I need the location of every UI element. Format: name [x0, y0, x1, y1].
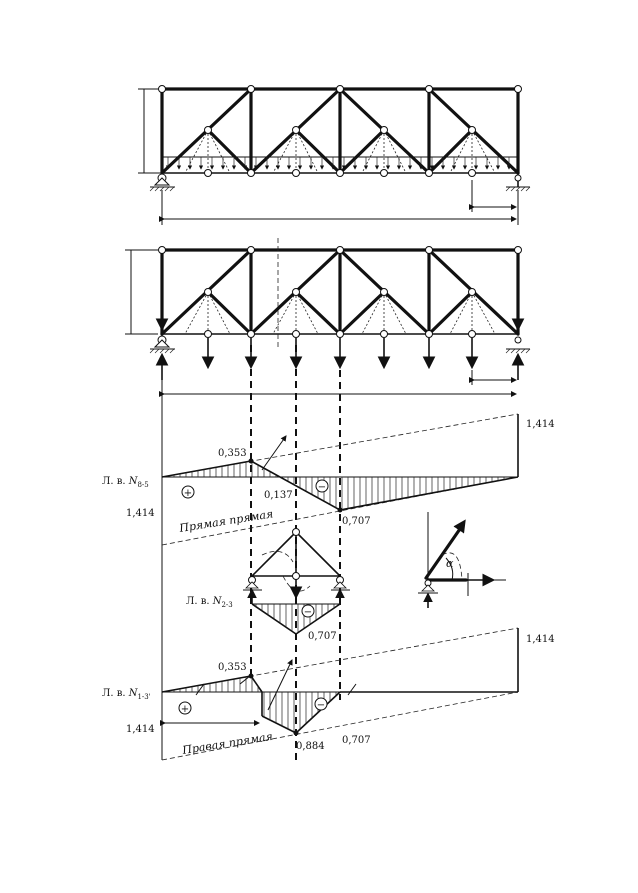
positive-sign: +: [181, 704, 189, 715]
node: [247, 330, 255, 338]
node: [158, 246, 166, 254]
node-equilibrium-sketch: α: [418, 512, 506, 608]
value-label: 0,353: [218, 662, 247, 673]
right-support: [505, 300, 531, 380]
negative-sign: −: [318, 482, 326, 493]
value-label: 0,707: [308, 631, 337, 642]
node: [514, 85, 522, 93]
point-marker: [293, 730, 299, 736]
point-marker: [248, 458, 254, 464]
plus-sign-circle: [181, 485, 195, 499]
value-label: 0,707: [342, 735, 371, 746]
right-straight-line: [161, 476, 519, 546]
il-title: Л. в. N1-3': [102, 688, 151, 701]
node: [380, 169, 388, 177]
node: [204, 330, 212, 338]
line-label: Правая прямая: [180, 730, 273, 757]
right-straight-line: [161, 691, 519, 761]
node: [336, 246, 344, 254]
subtruss-members: [184, 291, 496, 335]
node: [247, 169, 255, 177]
node: [204, 288, 212, 296]
node: [468, 288, 476, 296]
il-title: Л. в. N8-5: [102, 476, 149, 489]
il-segment: [339, 476, 519, 511]
subtruss-sketch: [243, 528, 350, 604]
hatching: [167, 676, 337, 732]
minus-sign-circle: [314, 697, 328, 711]
value-label: 1,414: [526, 419, 555, 430]
node: [468, 126, 476, 134]
node: [425, 330, 433, 338]
il-segment: [161, 460, 252, 478]
point-marker: [248, 673, 254, 679]
node: [425, 169, 433, 177]
node: [204, 126, 212, 134]
hatching: [255, 604, 335, 633]
minus-sign-circle: [301, 604, 315, 618]
line-label: Прямая прямая: [177, 507, 274, 535]
point-marker: [337, 507, 343, 513]
node: [247, 85, 255, 93]
truss-nodes: [158, 246, 522, 338]
value-label: 0,884: [296, 741, 325, 752]
node: [380, 288, 388, 296]
leader-arrow: [261, 435, 287, 471]
distributed-load-arrows: [165, 157, 512, 170]
node: [468, 169, 476, 177]
node: [292, 330, 300, 338]
node: [336, 330, 344, 338]
value-label: 0,353: [218, 448, 247, 459]
value-label: 0,137: [264, 490, 293, 501]
value-label: 1,414: [526, 634, 555, 645]
node: [292, 169, 300, 177]
il-segment: [250, 460, 341, 511]
node: [336, 85, 344, 93]
leader-arrow: [267, 659, 293, 711]
node: [514, 246, 522, 254]
node: [204, 169, 212, 177]
il-title: Л. в. N2-3: [186, 596, 233, 609]
influence-line-n1-3: + − 0,353 0,884 0,707 1,414 1,414 Л. в. …: [102, 627, 555, 761]
node-load-arrows: [201, 338, 479, 370]
left-support: [149, 300, 175, 380]
right-support: [505, 174, 531, 192]
influence-line-n2-3: − 0,707 Л. в. N2-3: [186, 596, 341, 642]
value-label: 1,414: [126, 508, 155, 519]
negative-sign: −: [304, 607, 312, 618]
node: [247, 246, 255, 254]
node: [292, 126, 300, 134]
node: [425, 246, 433, 254]
node: [380, 126, 388, 134]
node: [292, 288, 300, 296]
node: [158, 85, 166, 93]
negative-sign: −: [317, 700, 325, 711]
node: [425, 85, 433, 93]
truss-top: [138, 85, 531, 225]
plus-sign-circle: [178, 701, 192, 715]
node: [468, 330, 476, 338]
angle-label: α: [446, 557, 454, 570]
hatching: [167, 461, 511, 510]
node: [380, 330, 388, 338]
left-support: [149, 173, 175, 192]
minus-sign-circle: [315, 479, 329, 493]
value-label: 1,414: [126, 724, 155, 735]
value-label: 0,707: [342, 516, 371, 527]
node: [336, 169, 344, 177]
positive-sign: +: [184, 488, 192, 499]
truss-middle: [125, 238, 531, 760]
influence-line-n8-5: + − 0,353 0,137 0,707 1,414 1,414 Л. в. …: [102, 413, 555, 546]
truss-nodes: [158, 85, 522, 177]
